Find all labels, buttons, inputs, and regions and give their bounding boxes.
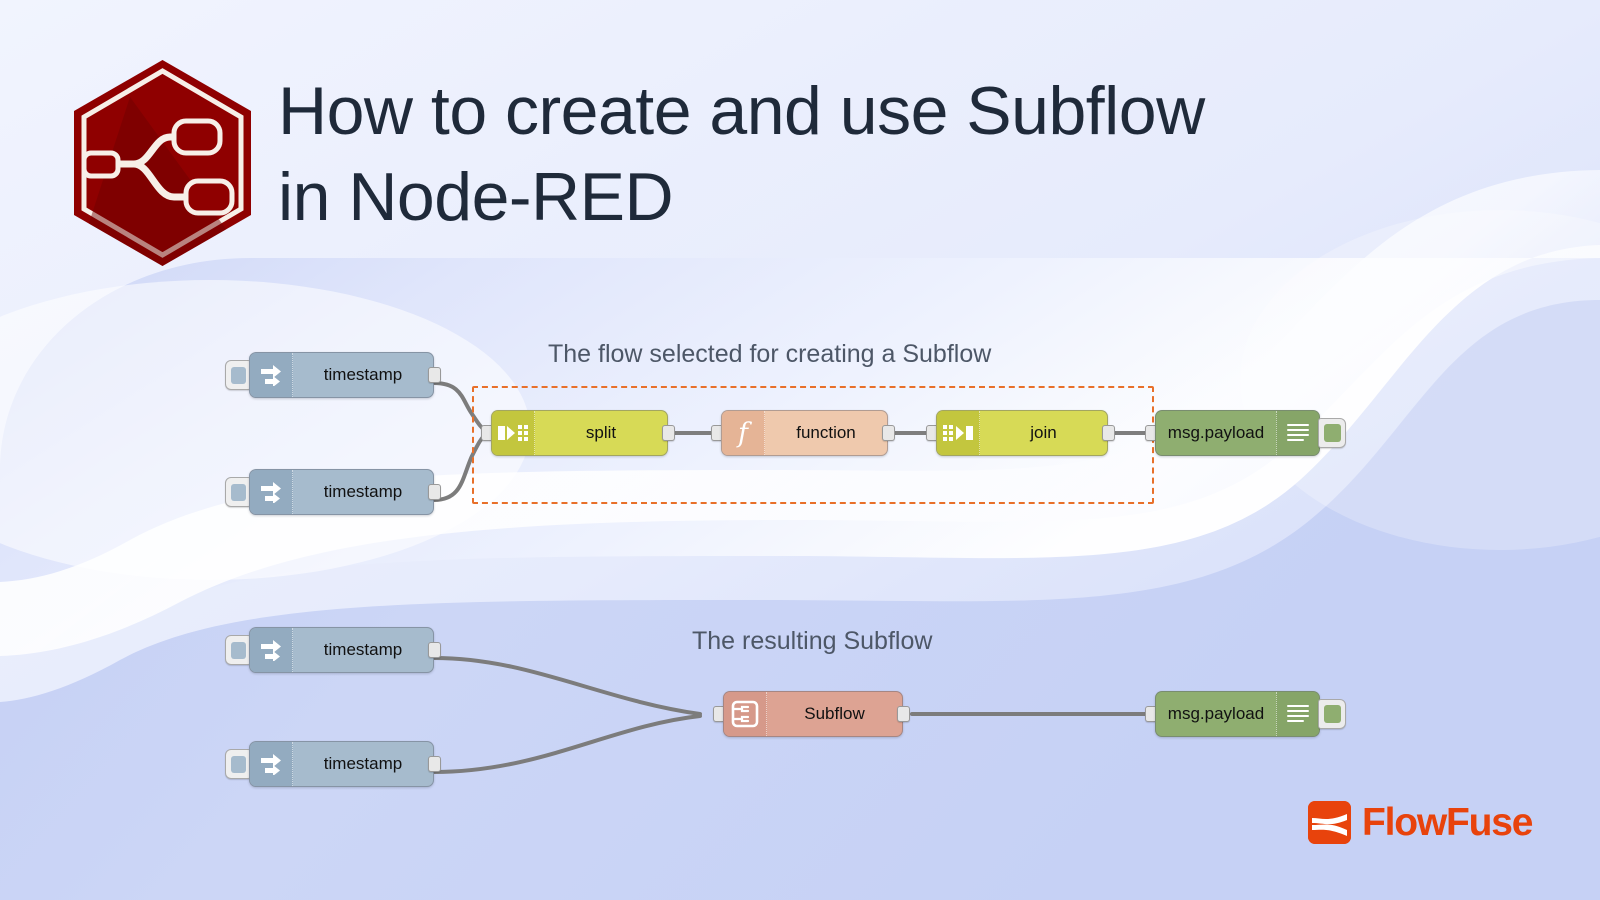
node-label: timestamp [323, 365, 403, 384]
debug-lines-icon [1276, 411, 1319, 455]
debug-status-indicator [1323, 424, 1341, 442]
caption-flow-after: The resulting Subflow [692, 627, 933, 655]
inject-button-4[interactable] [225, 749, 251, 779]
page-title: How to create and use Subflow in Node-RE… [278, 73, 1205, 236]
output-port-split[interactable] [662, 425, 675, 441]
node-label: join [1030, 423, 1057, 442]
node-label: timestamp [323, 754, 403, 773]
node-label: msg.payload [1167, 704, 1265, 723]
inject-arrow-icon [250, 628, 293, 672]
node-debug-2[interactable]: msg.payload [1155, 691, 1320, 737]
node-debug-1[interactable]: msg.payload [1155, 410, 1320, 456]
inject-arrow-icon [250, 742, 293, 786]
inject-button-face [230, 366, 246, 384]
output-port-inject-3[interactable] [428, 642, 441, 658]
flowfuse-wordmark: FlowFuse [1362, 801, 1533, 844]
inject-button-3[interactable] [225, 635, 251, 665]
debug-status-toggle-1[interactable] [1318, 418, 1346, 448]
node-inject-3[interactable]: timestamp [249, 627, 434, 673]
output-port-function[interactable] [882, 425, 895, 441]
node-label: timestamp [323, 640, 403, 659]
inject-button-face [230, 755, 246, 773]
subflow-icon [724, 692, 767, 736]
inject-button-face [230, 483, 246, 501]
debug-status-toggle-2[interactable] [1318, 699, 1346, 729]
caption-flow-before: The flow selected for creating a Subflow [548, 340, 992, 368]
node-label: timestamp [323, 482, 403, 501]
node-inject-4[interactable]: timestamp [249, 741, 434, 787]
inject-button-1[interactable] [225, 360, 251, 390]
node-inject-1[interactable]: timestamp [249, 352, 434, 398]
node-function[interactable]: f function [721, 410, 888, 456]
node-label: split [585, 423, 617, 442]
poster-header: How to create and use Subflow in Node-RE… [0, 0, 1600, 290]
join-icon [937, 411, 980, 455]
flowfuse-mark-icon [1308, 801, 1351, 844]
output-port-subflow[interactable] [897, 706, 910, 722]
debug-lines-icon [1276, 692, 1319, 736]
node-label: function [796, 423, 856, 442]
function-fx-icon: f [722, 411, 765, 455]
node-split[interactable]: split [491, 410, 668, 456]
output-port-inject-1[interactable] [428, 367, 441, 383]
node-join[interactable]: join [936, 410, 1108, 456]
node-label: Subflow [804, 704, 865, 723]
output-port-inject-4[interactable] [428, 756, 441, 772]
output-port-inject-2[interactable] [428, 484, 441, 500]
inject-arrow-icon [250, 470, 293, 514]
selection-outline[interactable] [472, 386, 1154, 504]
debug-status-indicator [1323, 705, 1341, 723]
split-icon [492, 411, 535, 455]
node-label: msg.payload [1167, 423, 1265, 442]
node-subflow[interactable]: Subflow [723, 691, 903, 737]
svg-text:f: f [736, 418, 752, 448]
inject-arrow-icon [250, 353, 293, 397]
output-port-join[interactable] [1102, 425, 1115, 441]
node-red-hexagon-logo [74, 60, 251, 266]
inject-button-2[interactable] [225, 477, 251, 507]
inject-button-face [230, 641, 246, 659]
node-inject-2[interactable]: timestamp [249, 469, 434, 515]
flowfuse-logo: FlowFuse [1308, 801, 1533, 844]
